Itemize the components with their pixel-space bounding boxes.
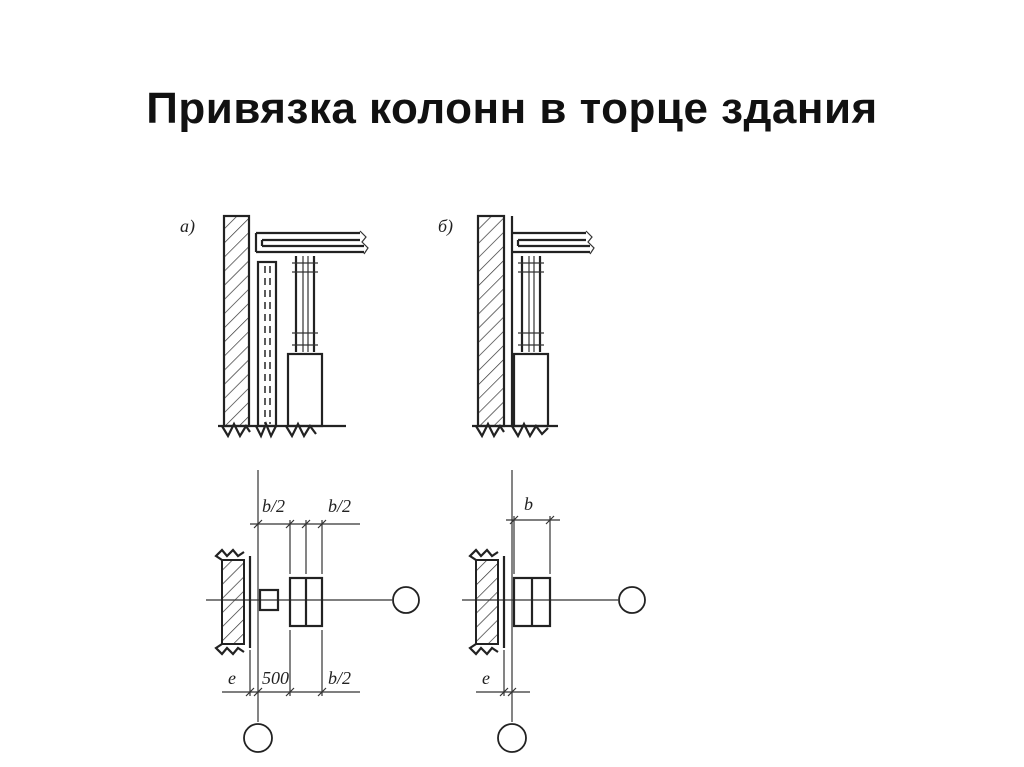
dim-a-bottom-500: 500 bbox=[262, 668, 289, 688]
variant-b-label: б) bbox=[438, 216, 453, 237]
roof-beam-b bbox=[512, 231, 590, 254]
axis-b-bubble-bottom bbox=[497, 723, 527, 753]
variant-b-plan: b e bbox=[462, 470, 646, 753]
dim-b-top-b: b bbox=[524, 494, 533, 514]
main-column-a bbox=[286, 352, 324, 428]
variant-a-label: а) bbox=[180, 216, 195, 237]
axis-a-bubble-bottom bbox=[243, 723, 273, 753]
wall-b bbox=[476, 214, 506, 428]
axis-b-bubble-right bbox=[618, 586, 646, 614]
dim-a-top-left: b/2 bbox=[262, 496, 285, 516]
variant-a-plan: b/2 b/2 e 500 b/2 bbox=[206, 470, 420, 753]
dim-b-bottom-e: e bbox=[482, 668, 490, 688]
slide-title: Привязка колонн в торце здания bbox=[146, 84, 878, 133]
wind-column-a-plan bbox=[258, 588, 280, 612]
wall-b-plan bbox=[475, 559, 499, 645]
wall-a bbox=[222, 214, 251, 428]
variant-b-section: б) bbox=[438, 214, 595, 439]
axis-a-bubble-right bbox=[392, 586, 420, 614]
wall-a-plan bbox=[221, 559, 245, 645]
dim-a-bottom-b2: b/2 bbox=[328, 668, 351, 688]
dim-a-bottom-e: e bbox=[228, 668, 236, 688]
main-column-b bbox=[512, 352, 550, 428]
roof-beam-a bbox=[254, 231, 364, 254]
variant-a-section: а) bbox=[180, 214, 369, 439]
wind-column-a bbox=[256, 260, 278, 428]
dim-a-top-right: b/2 bbox=[328, 496, 351, 516]
